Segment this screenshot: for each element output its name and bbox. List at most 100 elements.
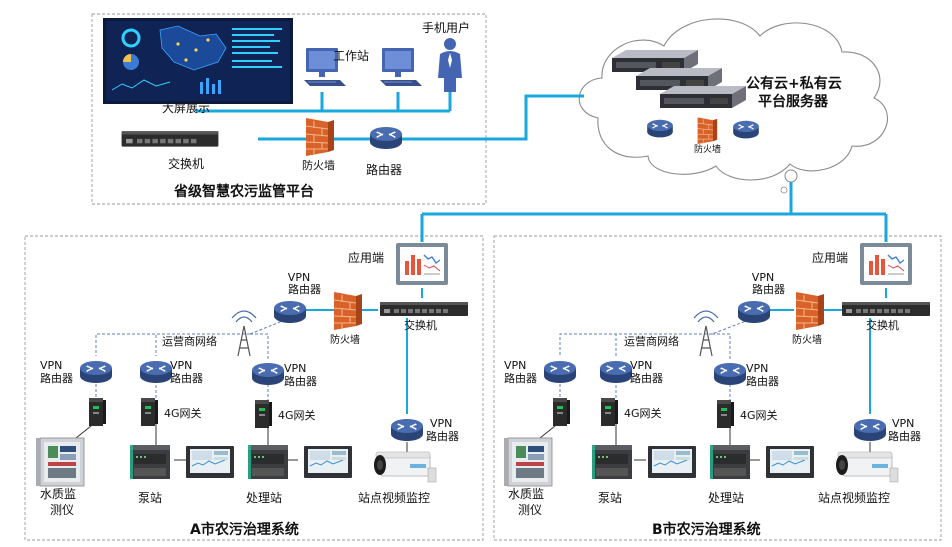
city-b-gw1-label: 4G网关	[624, 407, 662, 420]
city-b-treatment-plc	[710, 445, 750, 479]
city-a-vpn-router-2	[139, 360, 173, 384]
city-a-vpn4-label-2: 路由器	[426, 430, 459, 443]
city-b-vpn2-label-2: 路由器	[630, 372, 663, 385]
city-a-gateway-3	[255, 400, 272, 428]
city-b-vpn-router-top	[737, 300, 771, 324]
city-a-pump-hmi	[185, 445, 235, 479]
workstation-2-icon	[379, 47, 423, 87]
province-router-icon	[369, 126, 403, 150]
city-a-vpn1-label-2: 路由器	[40, 372, 73, 385]
city-a-vpn-router-4	[390, 418, 424, 442]
city-b-cell-tower-icon	[693, 310, 719, 357]
city-b-water-label-1: 水质监	[508, 487, 545, 501]
city-a-vpn-router-3	[251, 362, 285, 386]
cloud-firewall-icon	[697, 117, 718, 145]
city-b-vpn1-label-1: VPN	[504, 359, 527, 372]
city-b-vpn-router-3	[713, 362, 747, 386]
big-screen-label: 大屏展示	[162, 101, 211, 115]
city-b-vpn2-label-1: VPN	[630, 359, 653, 372]
city-a-water-label-1: 水质监	[40, 487, 77, 501]
city-a-gw1-label: 4G网关	[164, 407, 202, 420]
city-b-switch-label: 交换机	[866, 319, 899, 332]
city-a-water-label-2: 测仪	[50, 503, 75, 517]
city-b-gw2-label: 4G网关	[740, 409, 778, 422]
cloud-switch-icon	[646, 119, 674, 138]
city-a-switch-label: 交换机	[404, 319, 437, 332]
city-b-treatment-label: 处理站	[708, 491, 745, 505]
city-b-gateway-1	[553, 398, 570, 426]
city-b-carrier-label: 运营商网络	[624, 335, 679, 348]
city-a-app-screen	[395, 242, 449, 286]
province-firewall-label: 防火墙	[302, 159, 335, 172]
city-a-treatment-hmi	[303, 445, 353, 479]
city-a-vpn-top-label-2: 路由器	[288, 283, 321, 296]
province-platform-border	[91, 13, 487, 205]
link-router-cloud	[400, 94, 584, 141]
city-a-vpn3-label-2: 路由器	[284, 375, 317, 388]
city-a-gateway-1	[89, 398, 106, 426]
city-b-video-label: 站点视频监控	[818, 491, 891, 505]
mobile-user-icon	[438, 38, 462, 92]
city-a-firewall-label: 防火墙	[330, 335, 360, 346]
city-b-vpn3-label-1: VPN	[746, 362, 769, 375]
city-b-pump-hmi	[647, 445, 697, 479]
city-a-camera-icon	[373, 451, 437, 483]
cloud-router-icon	[732, 120, 760, 139]
city-b-firewall-icon	[795, 291, 825, 331]
city-b-camera-icon	[835, 451, 899, 483]
city-b-vpn-router-2	[599, 360, 633, 384]
city-a-water-cabinet	[35, 437, 85, 487]
city-b-pump-plc	[592, 445, 632, 479]
city-b-vpn4-label-1: VPN	[892, 417, 915, 430]
province-switch-label: 交换机	[168, 157, 205, 171]
cloud-title-line1: 公有云+私有云	[746, 76, 842, 92]
city-a-border	[24, 235, 484, 541]
city-a-vpn1-label-1: VPN	[40, 359, 63, 372]
city-b-treatment-hmi	[765, 445, 815, 479]
city-b-title: B市农污治理系统	[652, 522, 761, 538]
big-screen-display	[103, 18, 293, 104]
city-a-treatment-label: 处理站	[246, 491, 283, 505]
city-a-cell-tower-icon	[231, 310, 257, 357]
city-b-pump-label: 泵站	[598, 491, 623, 505]
city-a-gw2-label: 4G网关	[278, 409, 316, 422]
city-b-gateway-2	[601, 398, 618, 426]
city-b-firewall-label: 防火墙	[792, 335, 822, 346]
city-b-vpn-top-label-2: 路由器	[752, 283, 785, 296]
city-a-switch-icon	[380, 302, 468, 316]
city-a-app-label: 应用端	[348, 251, 385, 265]
city-a-vpn2-label-1: VPN	[170, 359, 193, 372]
city-b-app-label: 应用端	[812, 251, 849, 265]
province-platform-title: 省级智慧农污监管平台	[174, 184, 314, 200]
cloud-server-3	[660, 86, 746, 108]
city-b-vpn3-label-2: 路由器	[746, 375, 779, 388]
mobile-user-label: 手机用户	[422, 21, 471, 35]
city-a-vpn-router-1	[79, 360, 113, 384]
city-b-vpn1-label-2: 路由器	[504, 372, 537, 385]
city-b-vpn-top-label-1: VPN	[751, 271, 775, 284]
city-b-gateway-3	[717, 400, 734, 428]
cloud-firewall-label: 防火墙	[694, 145, 722, 155]
city-b-network	[503, 242, 930, 487]
city-b-water-label-2: 测仪	[518, 503, 543, 517]
city-a-vpn-top-label-1: VPN	[287, 271, 311, 284]
city-a-vpn-router-top	[273, 300, 307, 324]
city-b-vpn-router-1	[543, 360, 577, 384]
city-b-water-cabinet	[503, 437, 553, 487]
city-a-pump-plc	[130, 445, 170, 479]
city-b-vpn-router-4	[853, 418, 887, 442]
city-b-app-screen	[859, 242, 913, 286]
city-b-vpn4-label-2: 路由器	[888, 430, 921, 443]
city-a-title: A市农污治理系统	[190, 522, 299, 538]
city-a-vpn3-label-1: VPN	[284, 362, 307, 375]
city-a-treatment-plc	[248, 445, 288, 479]
city-a-video-label: 站点视频监控	[358, 491, 431, 505]
province-switch-icon	[121, 131, 219, 147]
city-b-border	[493, 235, 942, 541]
city-a-vpn4-label-1: VPN	[430, 417, 453, 430]
province-router-label: 路由器	[366, 163, 403, 177]
province-firewall-icon	[305, 117, 335, 157]
city-a-pump-label: 泵站	[138, 491, 163, 505]
city-a-carrier-label: 运营商网络	[162, 335, 217, 348]
